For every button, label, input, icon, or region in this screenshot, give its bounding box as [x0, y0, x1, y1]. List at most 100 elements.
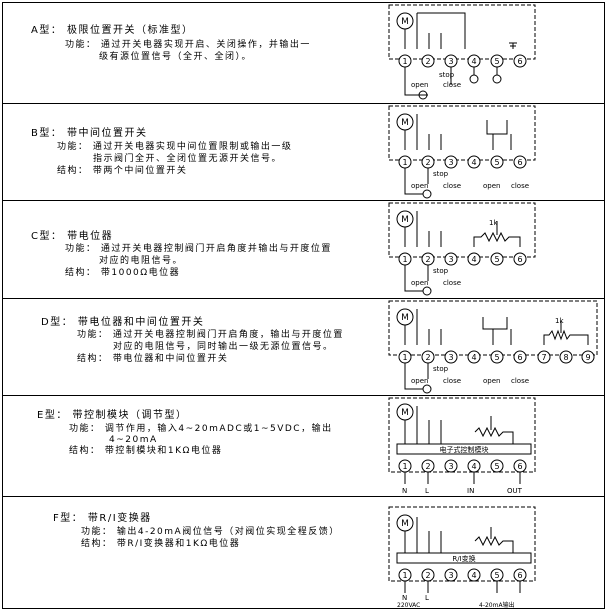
terminal-label: 6: [517, 353, 522, 362]
label-open: open: [483, 182, 500, 190]
motor-label: M: [401, 17, 409, 27]
terminal-label: 5: [494, 158, 499, 167]
row-line: 指示阀门全开、全闭位置无源开关信号。: [93, 154, 283, 164]
terminal-label: 8: [563, 353, 568, 362]
label-open: open: [411, 81, 428, 89]
terminal-label: 6: [517, 571, 522, 580]
row-line: 4~20mA: [109, 435, 158, 445]
terminal-label: 3: [448, 255, 453, 264]
wiring: [404, 12, 466, 49]
external-wiring: [404, 168, 429, 195]
label-close: close: [443, 279, 461, 287]
diagram-svg: M 1k 1 2 3 4 5 6 7 8 9 stop open: [388, 300, 598, 394]
terminal-strip: 1 2 3 4 5 6: [398, 252, 527, 266]
terminal-strip: 1 2 3 4 5 6: [398, 568, 527, 582]
housing-outline: [388, 506, 536, 582]
external-wiring: [404, 363, 429, 390]
terminal-label: 4: [471, 462, 476, 471]
terminal-label: 2: [425, 571, 430, 580]
terminal-label: 4: [471, 57, 476, 66]
supply-icon: [422, 384, 432, 394]
terminal-label: 3: [448, 571, 453, 580]
row-line: 功能： 通过开关电器实现中间位置限制或输出一级: [57, 142, 293, 152]
terminal-label: 5: [494, 57, 499, 66]
row-line: 对应的电阻信号，同时输出一级无源位置信号。: [113, 342, 334, 352]
row-type-c: C型： 带电位器 功能： 通过开关电器控制阀门开启角度并输出与开度位置 对应的电…: [3, 201, 604, 299]
row-line: 结构： 带控制模块和1KΩ电位器: [69, 446, 223, 456]
terminal-label: 4: [471, 571, 476, 580]
row-title: B型： 带中间位置开关: [31, 128, 148, 139]
wiring: [404, 114, 512, 150]
supply-icon: [422, 189, 432, 199]
label-open: open: [411, 377, 428, 385]
terminal-label: 3: [448, 158, 453, 167]
row-line: 结构： 带R/I变换器和1KΩ电位器: [81, 539, 241, 549]
terminal-label: 7: [541, 353, 546, 362]
terminal-label: 1: [402, 571, 407, 580]
terminal-label: 3: [448, 462, 453, 471]
terminal-strip: 1 2 3 4 5 6: [398, 155, 527, 169]
label-open: open: [483, 377, 500, 385]
bottom-label: L: [425, 594, 429, 602]
row-title: F型： 带R/I变换器: [53, 513, 152, 524]
row-line: 功能： 通过开关电器控制阀门开启角度，输出与开度位置: [77, 330, 344, 340]
motor-label: M: [401, 215, 409, 225]
motor-label: M: [401, 118, 409, 128]
wiring-diagram-a: M 1 2 3 4 5 6 stop open close: [383, 3, 603, 107]
row-type-b: B型： 带中间位置开关 功能： 通过开关电器实现中间位置限制或输出一级 指示阀门…: [3, 104, 604, 201]
wiring: [404, 406, 514, 444]
terminal-label: 6: [517, 255, 522, 264]
terminal-label: 6: [517, 158, 522, 167]
motor-label: M: [401, 313, 409, 323]
terminal-label: 5: [494, 353, 499, 362]
terminal-label: 2: [425, 462, 430, 471]
row-title: A型： 极限位置开关（标准型）: [31, 25, 194, 36]
lamp-icon: [469, 74, 479, 84]
row-line: 功能： 调节作用，输入4~20mADC或1~5VDC，输出: [69, 424, 333, 434]
wiring-diagram-c: M 1k 1 2 3 4 5 6 stop open close: [383, 201, 603, 301]
row-title: D型： 带电位器和中间位置开关: [41, 317, 205, 328]
row-line: 功能： 通过开关电器控制阀门开启角度并输出与开度位置: [65, 244, 332, 254]
bottom-label: 4-20mA输出: [479, 601, 515, 609]
label-close: close: [443, 81, 461, 89]
terminal-strip: 1 2 3 4 5 6: [398, 459, 527, 473]
wiring-diagram-b: M 1 2 3 4 5 6 stop open close open close: [383, 104, 603, 204]
wiring-diagram-d: M 1k 1 2 3 4 5 6 7 8 9 stop open: [383, 299, 603, 399]
diagram-svg: M 1 2 3 4 5 6 stop open close: [388, 4, 536, 100]
row-line: 级有源位置信号（全开、全闭）。: [99, 52, 253, 62]
label-stop: stop: [433, 170, 449, 178]
diagram-svg: M 1 2 3 4 5 6 stop open close open close: [388, 105, 536, 199]
housing-outline: [388, 4, 536, 60]
bottom-label: N: [402, 594, 407, 602]
diagram-svg: M 电子式控制模块 1 2 3 4 5 6 N L IN OUT: [388, 397, 536, 495]
row-title: E型： 带控制模块（调节型）: [37, 410, 188, 421]
wiring-diagram-e: M 电子式控制模块 1 2 3 4 5 6 N L IN OUT: [383, 396, 603, 500]
bottom-label: L: [425, 487, 429, 495]
terminal-label: 3: [448, 353, 453, 362]
terminal-strip: 1 2 3 4 5 6: [398, 54, 527, 68]
external-wiring: [404, 67, 498, 96]
row-title: C型： 带电位器: [31, 231, 114, 242]
supply-icon: [422, 286, 432, 296]
motor-label: M: [401, 519, 409, 529]
row-type-e: E型： 带控制模块（调节型） 功能： 调节作用，输入4~20mADC或1~5VD…: [3, 396, 604, 497]
ri-converter: [396, 552, 532, 564]
terminal-label: 2: [425, 57, 430, 66]
terminal-label: 9: [585, 353, 590, 362]
label-1k: 1k: [489, 219, 498, 227]
terminal-label: 4: [471, 255, 476, 264]
row-type-a: A型： 极限位置开关（标准型） 功能： 通过开关电器实现开启、关闭操作，并输出一…: [3, 3, 604, 104]
lamp-icon: [492, 74, 502, 84]
bottom-label: IN: [467, 487, 474, 495]
terminal-label: 3: [448, 57, 453, 66]
label-stop: stop: [433, 267, 449, 275]
bottom-label: 220VAC: [397, 602, 420, 609]
motor-label: M: [401, 408, 409, 418]
terminal-label: 5: [494, 571, 499, 580]
housing-outline: [388, 300, 598, 356]
diagram-svg: M R/I变换 1 2 3 4 5 6 N L 220VAC 4-20mA输出: [388, 506, 536, 609]
row-type-d: D型： 带电位器和中间位置开关 功能： 通过开关电器控制阀门开启角度，输出与开度…: [3, 299, 604, 396]
external-wiring: [404, 472, 521, 484]
terminal-label: 2: [425, 353, 430, 362]
